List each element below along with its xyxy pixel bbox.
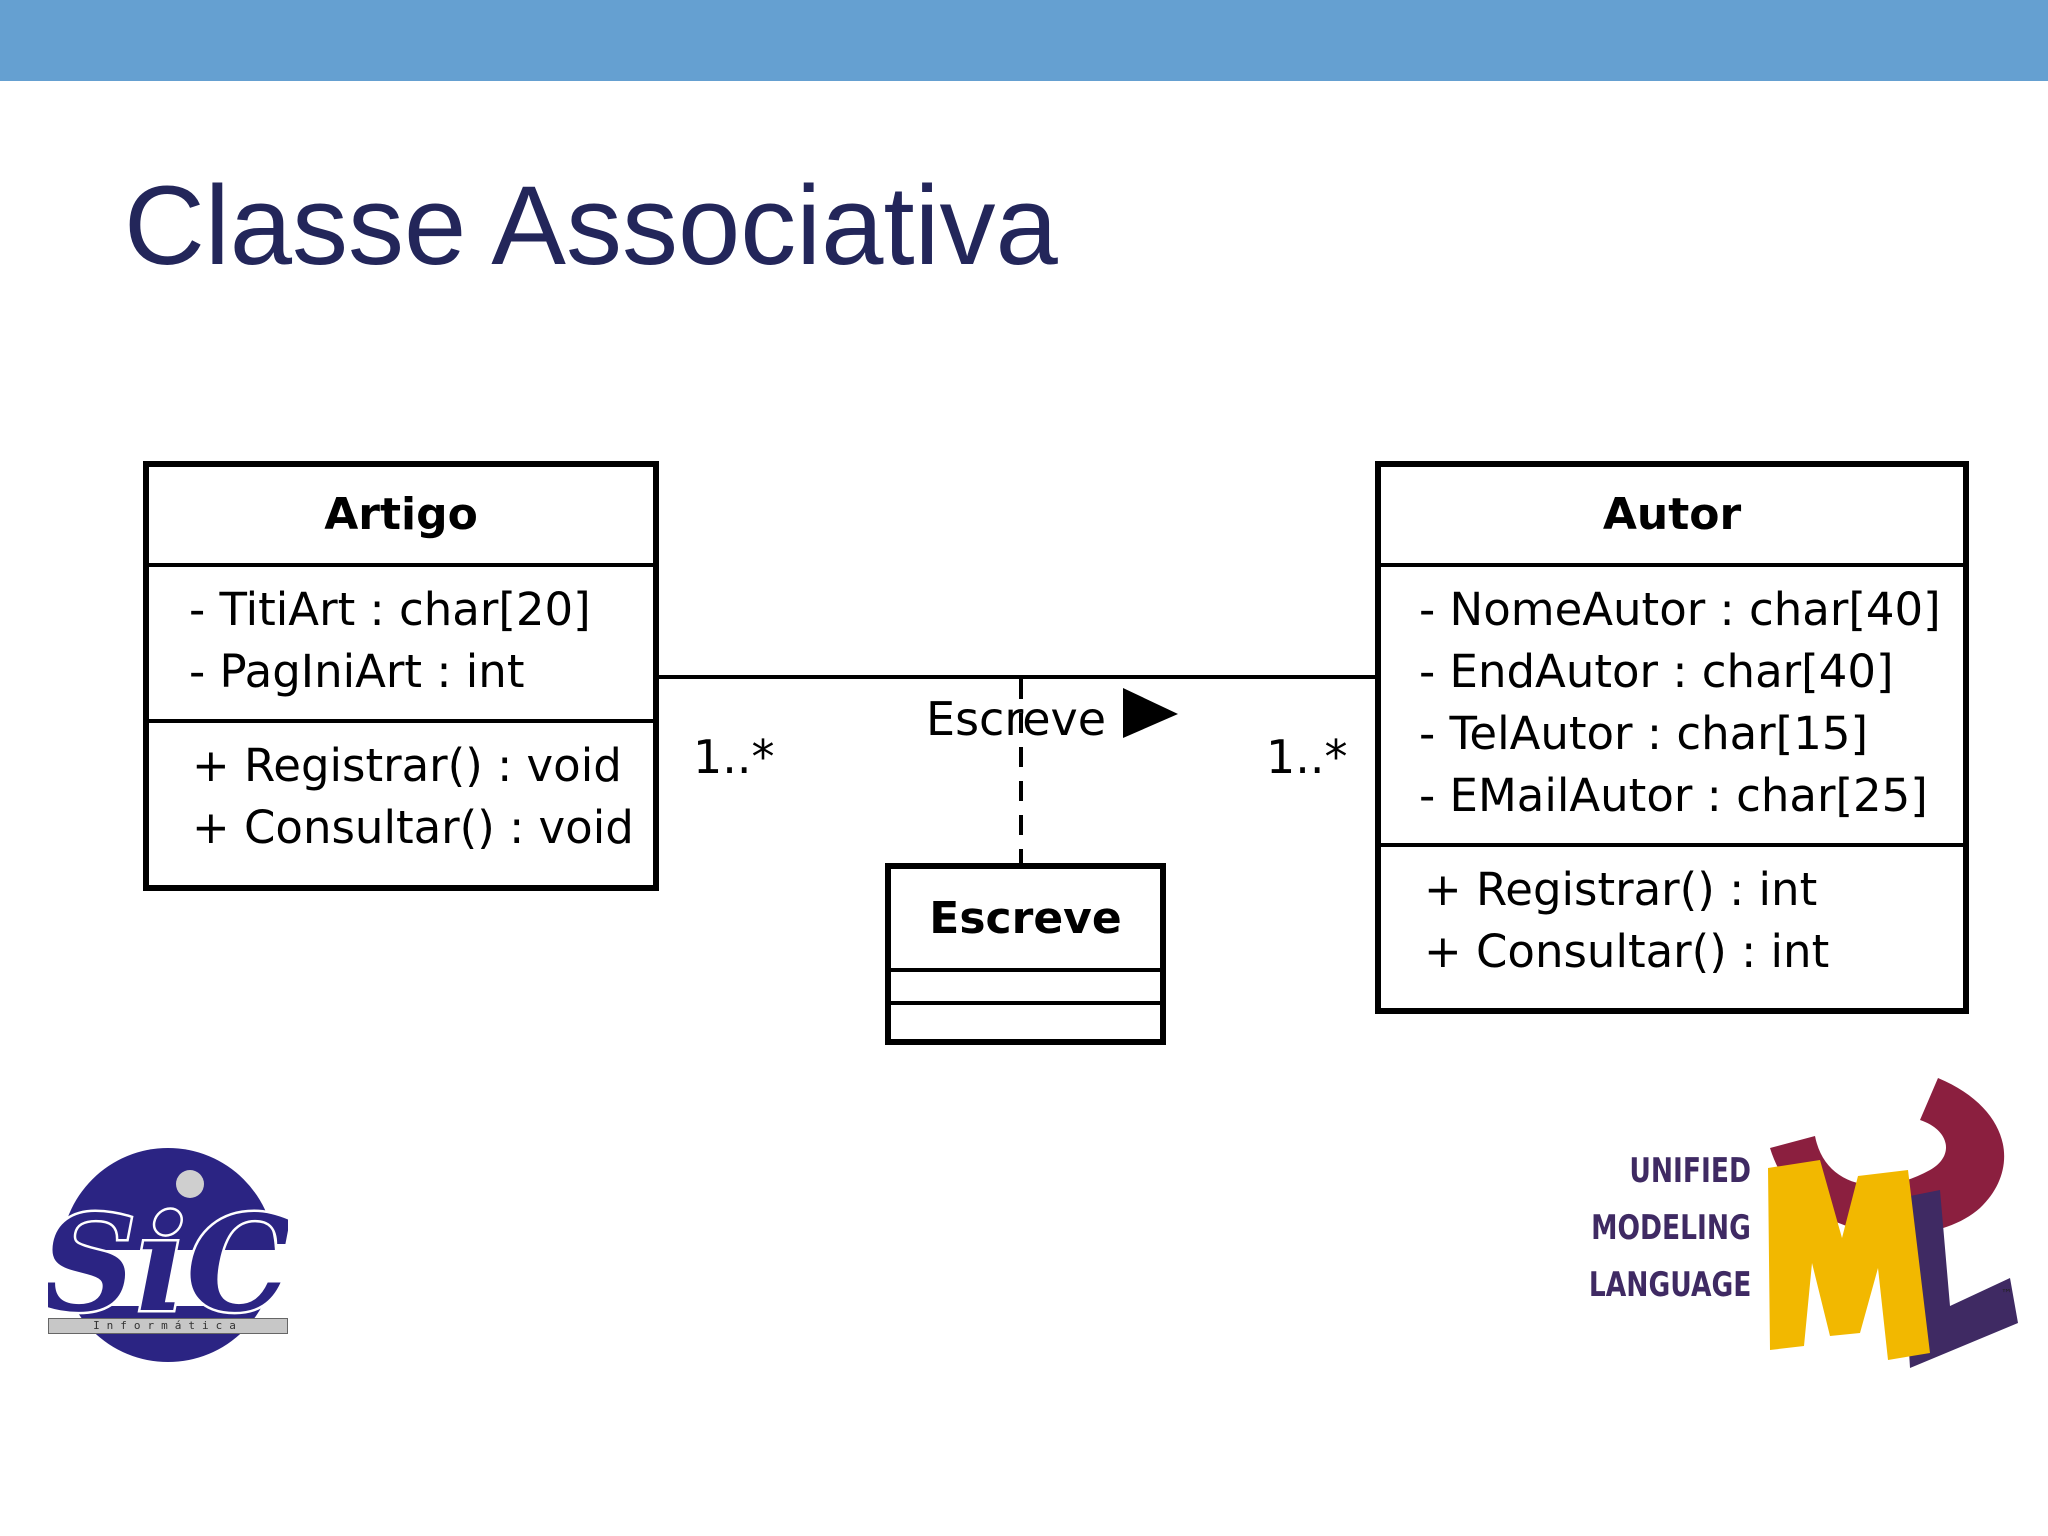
uml-logo-mark [1768, 1078, 2018, 1368]
direction-arrow-icon [1123, 688, 1178, 738]
operation: + Consultar() : int [1424, 925, 1830, 978]
operation: + Registrar() : void [192, 739, 622, 792]
uml-logo-line: LANGUAGE [1588, 1265, 1751, 1305]
top-bar [0, 0, 2048, 81]
class-autor: Autor - NomeAutor : char[40] - EndAutor … [1375, 461, 1969, 1014]
slide-title: Classe Associativa [124, 163, 1058, 288]
class-name: Escreve [891, 869, 1160, 972]
attribute: - EndAutor : char[40] [1419, 645, 1894, 698]
operation: + Consultar() : void [192, 801, 634, 854]
multiplicity-right: 1..* [1266, 730, 1348, 784]
association-name: Escreve [926, 692, 1107, 746]
multiplicity-left: 1..* [693, 730, 775, 784]
class-attributes: - TitiArt : char[20] - PagIniArt : int [149, 567, 653, 723]
attribute: - EMailAutor : char[25] [1419, 769, 1928, 822]
sic-logo: SiC [48, 1148, 288, 1362]
sic-caption: Informática [48, 1318, 288, 1334]
attribute: - NomeAutor : char[40] [1419, 583, 1941, 636]
attribute: - TitiArt : char[20] [189, 583, 591, 636]
uml-logo-line: MODELING [1591, 1208, 1751, 1248]
class-escreve: Escreve [885, 863, 1166, 1045]
class-operations: + Registrar() : int + Consultar() : int [1381, 847, 1963, 983]
attribute: - TelAutor : char[15] [1419, 707, 1869, 760]
class-name: Artigo [149, 467, 653, 567]
class-name: Autor [1381, 467, 1963, 567]
sic-letters: SiC [48, 1187, 288, 1342]
class-artigo: Artigo - TitiArt : char[20] - PagIniArt … [143, 461, 659, 891]
operation: + Registrar() : int [1424, 863, 1818, 916]
class-attributes [891, 972, 1160, 1005]
trademark-symbol: ™ [2001, 1287, 2012, 1300]
class-attributes: - NomeAutor : char[40] - EndAutor : char… [1381, 567, 1963, 847]
uml-logo-line: UNIFIED [1629, 1151, 1751, 1191]
class-operations: + Registrar() : void + Consultar() : voi… [149, 723, 653, 859]
attribute: - PagIniArt : int [189, 645, 525, 698]
